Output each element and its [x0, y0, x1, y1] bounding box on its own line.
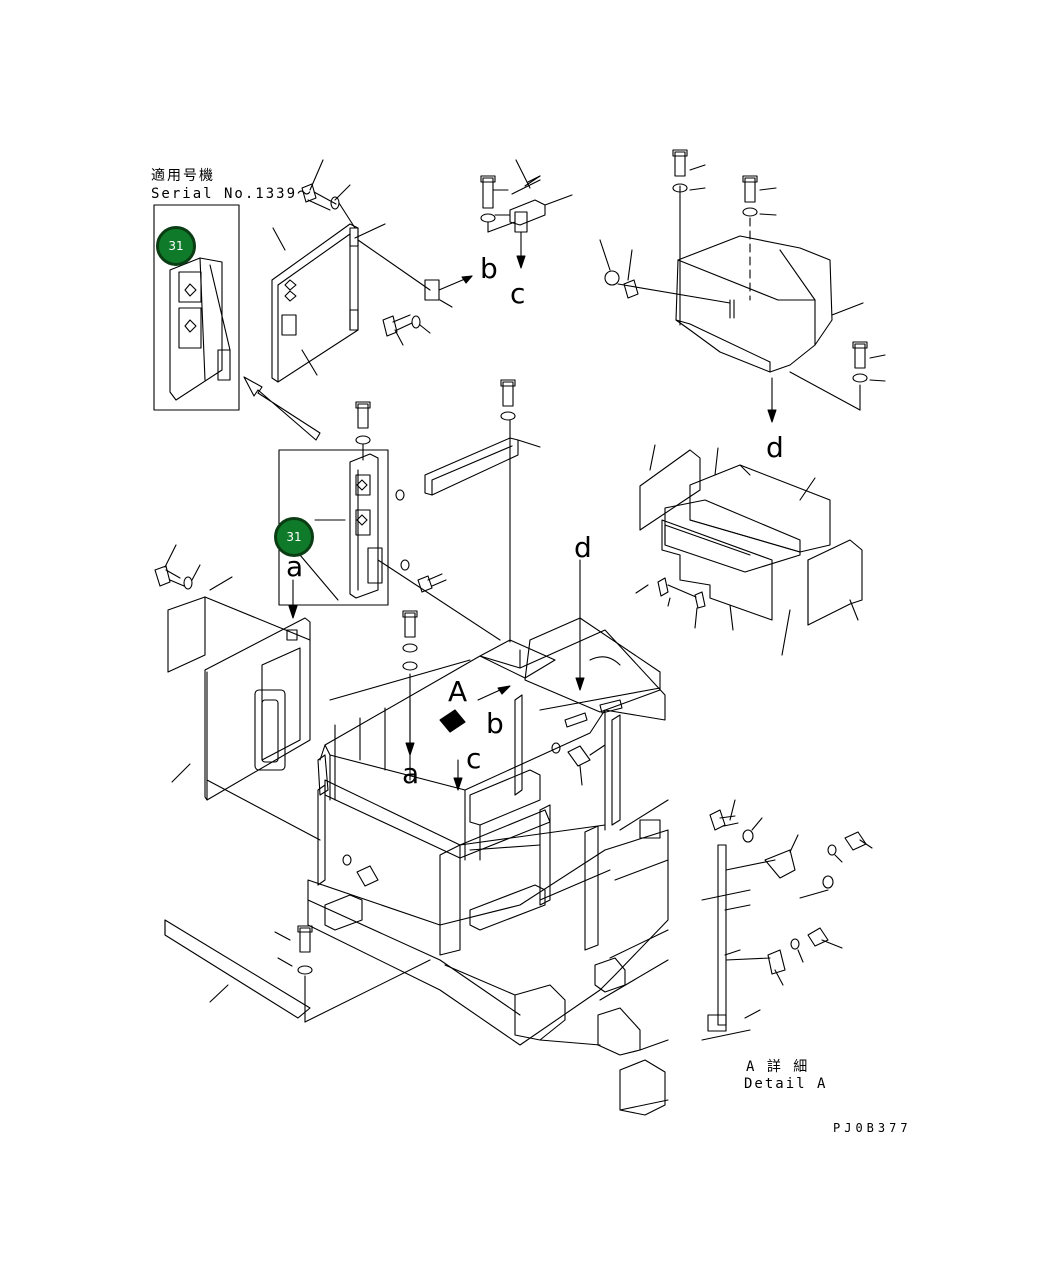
- drawing-code: PJ0B377: [833, 1121, 912, 1135]
- left-cover-panel: [154, 544, 321, 841]
- main-frame: [307, 559, 669, 1116]
- inset-arrow: [243, 376, 321, 441]
- serial-inset: [153, 204, 240, 411]
- mid-side-panel: [278, 401, 501, 641]
- badge-leaders: [299, 519, 346, 601]
- bottom-strip: [164, 919, 431, 1023]
- right-covers: [635, 444, 863, 656]
- detail-label-jp: A 詳 細: [746, 1059, 810, 1075]
- item-31-badge[interactable]: 31: [156, 226, 196, 266]
- leaders-door: [272, 159, 453, 376]
- ref-letter-c: c: [466, 742, 482, 775]
- ref-letter-d: d: [766, 431, 784, 464]
- latch-assembly: [480, 159, 573, 269]
- serial-label: Serial No.1339～: [151, 186, 314, 202]
- top-right-cover: [599, 149, 886, 423]
- ref-letter-b: b: [486, 707, 504, 740]
- detail-a: [701, 799, 873, 1041]
- detail-marker-A: A: [448, 675, 468, 708]
- door-panel: [271, 183, 473, 383]
- ref-letter-a: a: [402, 757, 420, 790]
- ref-letter-c: c: [510, 277, 526, 310]
- long-strip-panel: [424, 379, 541, 643]
- detail-label: Detail A: [744, 1076, 828, 1092]
- ref-letter-a: a: [286, 550, 304, 583]
- ref-letter-b: b: [480, 252, 498, 285]
- item-31-badge[interactable]: 31: [274, 517, 314, 557]
- ref-letter-d: d: [574, 531, 592, 564]
- serial-label-jp: 適用号機: [151, 168, 215, 184]
